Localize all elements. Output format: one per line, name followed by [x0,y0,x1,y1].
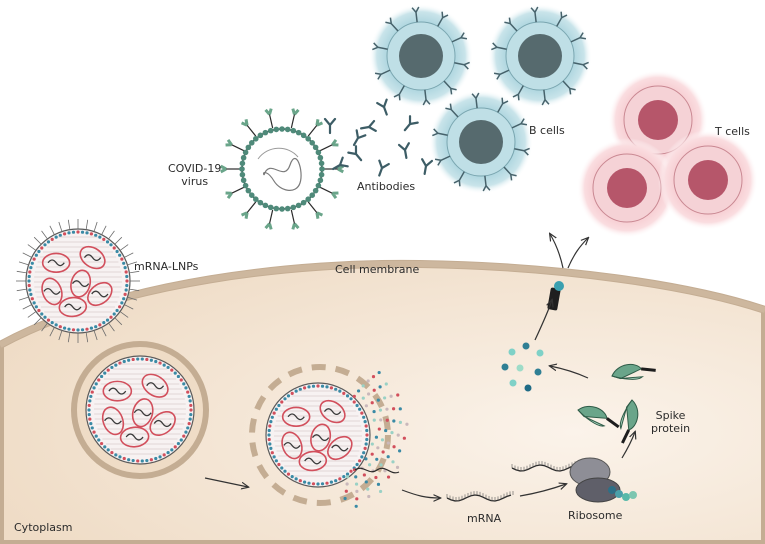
t-cell-3 [658,130,758,230]
arrow-mrna-to-ribosome [519,484,566,497]
label-mrna: mRNA [467,512,502,525]
arrow-release-to-mrna [401,489,440,498]
spike-protein-2 [577,405,620,429]
mrna-strand [446,491,514,502]
ribosome [569,457,621,503]
label-antibodies: Antibodies [357,180,416,193]
nascent-peptide [608,486,637,501]
antibodies-group [323,98,434,177]
arrow-endosome-to-release [204,477,248,487]
peptide-fragments [501,342,544,392]
arrow-to-b-cells [550,234,564,269]
arrow-ribosome-to-spike [621,432,635,459]
b-cell-3 [429,90,533,194]
b-cell-2 [488,4,592,108]
label-t-cells: T cells [715,125,750,138]
lnp-free [16,219,140,343]
process-arrows [204,234,635,498]
arrow-fragments-to-membrane [534,300,552,341]
label-lnp: mRNA-LNPs [134,260,199,273]
b-cell-1 [369,4,473,108]
label-ribosome: Ribosome [568,509,623,522]
arrow-spike-to-fragments [550,366,589,379]
spike-protein-3 [619,399,639,444]
label-b-cells: B cells [529,124,565,137]
label-cell-membrane: Cell membrane [335,263,420,276]
t-cell-2 [577,138,677,238]
label-virus: COVID-19 virus [168,162,222,188]
label-cytoplasm: Cytoplasm [14,521,73,534]
arrow-to-t-cells [567,238,588,269]
label-spike-protein: Spike protein [651,409,691,435]
disrupted-endosome [249,364,391,506]
released-particles [343,370,409,508]
covid-virus [220,108,344,230]
lnp-in-endosome [85,355,195,465]
spike-protein-1 [611,363,656,380]
